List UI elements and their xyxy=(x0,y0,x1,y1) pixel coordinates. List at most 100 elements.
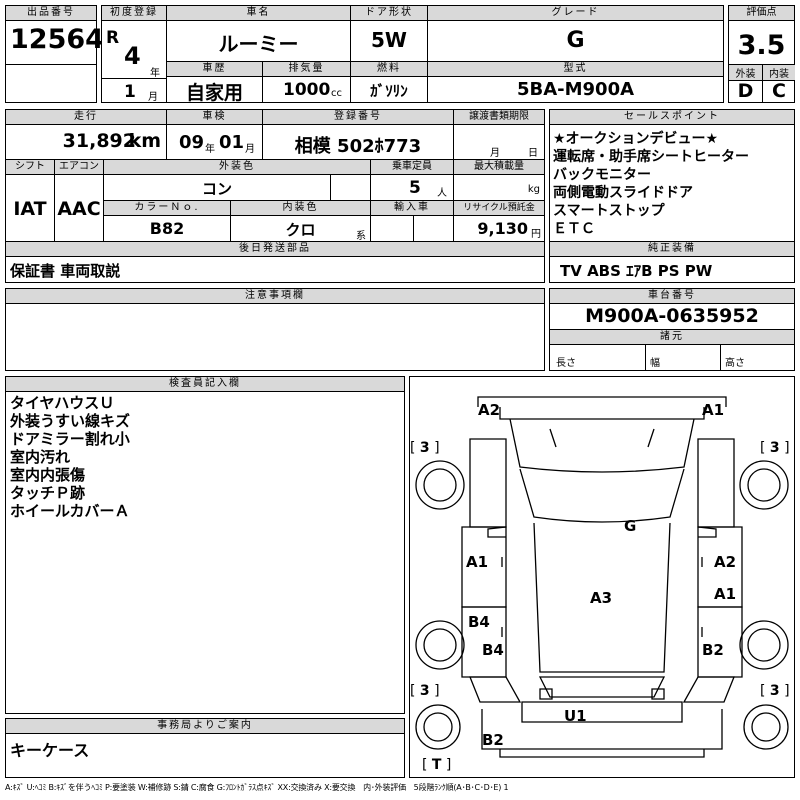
dimensions-cell: 諸元 長さ 幅 高さ xyxy=(549,329,795,371)
chassis-label: 車台番号 xyxy=(550,289,794,304)
plate-value: 相模 502ﾎ773 xyxy=(294,136,422,157)
recycle-value: 9,130 xyxy=(477,219,528,238)
genuine-equipment-cell: 純正装備 TV ABS ｴｱB PS PW xyxy=(549,241,795,283)
color-number-value: B82 xyxy=(149,219,185,238)
transfer-month-unit: 月 xyxy=(490,148,500,159)
aircon-cell: エアコン AAC xyxy=(54,159,104,242)
recycle-cell: リサイクル預託金 9,130 円 xyxy=(453,200,545,242)
history-label: 車歴 xyxy=(167,62,262,77)
sales-point-item: バックモニター xyxy=(553,167,651,183)
damage-mark: A2 xyxy=(714,553,737,571)
exterior-score-label: 外装 xyxy=(729,65,762,81)
car-name-cell: 車名 ルーミー xyxy=(166,5,351,62)
windshield-outline xyxy=(519,468,685,523)
mileage-cell: 走行 31,892 km xyxy=(5,109,167,160)
spare-right-tire xyxy=(743,704,789,750)
shift-value: IAT xyxy=(13,198,47,220)
score-cell: 評価点 3.5 外装 内装 D C xyxy=(728,5,795,103)
damage-mark: A3 xyxy=(590,589,613,607)
inspector-label: 検査員記入欄 xyxy=(6,377,404,392)
model-cell: 型式 5BA-M900A xyxy=(427,61,724,103)
inspection-cell: 車検 09 年 01 月 xyxy=(166,109,263,160)
inspector-item: 外装うすい線キズ xyxy=(10,412,131,430)
office-value: キーケース xyxy=(10,741,90,760)
later-parts-value: 保証書 車両取説 xyxy=(10,262,121,280)
first-registration-year-unit: 年 xyxy=(150,68,160,79)
max-load-label: 最大積載量 xyxy=(454,160,544,175)
capacity-unit: 人 xyxy=(437,188,447,199)
dimensions-label: 諸元 xyxy=(550,330,794,345)
inspection-month-unit: 月 xyxy=(245,144,255,155)
inspector-item: 室内汚れ xyxy=(10,448,71,466)
fuel-value: ｶﾞｿﾘﾝ xyxy=(370,82,408,100)
damage-mark: B2 xyxy=(482,731,504,749)
import-label: 輸入車 xyxy=(371,201,453,216)
capacity-cell: 乗車定員 5 人 xyxy=(370,159,454,201)
condition-diagram-cell: A2 A1 G A1 A2 A1 A3 B4 B4 B2 U1 B2 [ 3 ]… xyxy=(409,376,795,778)
back-door-outline xyxy=(521,701,683,723)
door-type-value: 5W xyxy=(371,28,407,52)
tire-tread-mark: [ 3 ] xyxy=(410,683,440,699)
inspector-item: タッチＰ跡 xyxy=(10,484,86,502)
tire-tread-mark: [ 3 ] xyxy=(760,440,790,456)
sales-points-cell: セールスポイント ★オークションデビュー★ 運転席・助手席シートヒーター バック… xyxy=(549,109,795,242)
later-parts-label: 後日発送部品 xyxy=(6,242,544,257)
lot-number-cell: 出品番号 12564 xyxy=(5,5,104,103)
import-cell: 輸入車 xyxy=(370,200,454,242)
inspector-item: 室内内張傷 xyxy=(10,466,86,484)
rear-right-tire xyxy=(739,620,789,670)
sales-point-item: スマートストップ xyxy=(553,203,665,219)
damage-mark: A2 xyxy=(478,401,501,419)
interior-color-cell: 内装色 クロ 系 xyxy=(230,200,371,242)
displacement-value: 1000 xyxy=(283,80,331,100)
inspector-cell: 検査員記入欄 タイヤハウスＵ 外装うすい線キズ ドアミラー割れ小 室内汚れ 室内… xyxy=(5,376,405,714)
plate-cell: 登録番号 相模 502ﾎ773 xyxy=(262,109,454,160)
sales-point-item: 運転席・助手席シートヒーター xyxy=(553,149,749,165)
inspector-list: タイヤハウスＵ 外装うすい線キズ ドアミラー割れ小 室内汚れ 室内内張傷 タッチ… xyxy=(10,394,130,520)
damage-mark: A1 xyxy=(714,585,737,603)
history-value: 自家用 xyxy=(185,82,243,104)
sales-point-item: ＥＴＣ xyxy=(553,221,595,237)
notes-cell: 注意事項欄 xyxy=(5,288,545,371)
capacity-label: 乗車定員 xyxy=(371,160,453,175)
max-load-cell: 最大積載量 kg xyxy=(453,159,545,201)
aircon-label: エアコン xyxy=(55,160,103,175)
door-type-cell: ドア形状 5W xyxy=(350,5,428,62)
plate-label: 登録番号 xyxy=(263,110,453,125)
front-bumper-outline xyxy=(477,396,727,407)
exterior-color-label: 外装色 xyxy=(104,160,370,175)
interior-score-value: C xyxy=(772,80,786,102)
first-registration-month-unit: 月 xyxy=(148,92,158,103)
legend-text: A:ｷｽﾞ U:ﾍｺﾐ B:ｷｽﾞを伴うﾍｺﾐ P:要塗装 W:補修跡 S:錆 … xyxy=(5,783,509,792)
inspector-item: ドアミラー割れ小 xyxy=(10,430,130,448)
fuel-label: 燃料 xyxy=(351,62,427,77)
sales-point-item: ★オークションデビュー★ xyxy=(553,131,719,147)
exterior-score-value: D xyxy=(737,80,754,102)
first-registration-label: 初度登録 xyxy=(102,6,166,21)
fuel-cell: 燃料 ｶﾞｿﾘﾝ xyxy=(350,61,428,103)
front-left-fender xyxy=(469,438,507,528)
width-label: 幅 xyxy=(650,358,660,369)
rear-left-tire xyxy=(415,620,465,670)
color-number-cell: カラーＮｏ. B82 xyxy=(103,200,231,242)
tire-tread-mark: [ 3 ] xyxy=(410,440,440,456)
lot-number-label: 出品番号 xyxy=(6,6,96,21)
interior-color-value: クロ xyxy=(285,221,316,239)
shift-cell: シフト IAT xyxy=(5,159,55,242)
mileage-label: 走行 xyxy=(6,110,166,125)
recycle-unit: 円 xyxy=(531,229,541,240)
damage-mark: U1 xyxy=(564,707,587,725)
height-label: 高さ xyxy=(725,358,745,369)
grade-value: G xyxy=(566,28,585,53)
chassis-value: M900A-0635952 xyxy=(585,305,759,327)
model-value: 5BA-M900A xyxy=(516,79,635,100)
score-label: 評価点 xyxy=(729,6,794,21)
displacement-label: 排気量 xyxy=(263,62,350,77)
inspection-year: 09 xyxy=(179,132,205,153)
mileage-value: 31,892 xyxy=(62,130,136,152)
roof-outline xyxy=(533,522,671,673)
damage-mark: G xyxy=(624,517,637,535)
interior-color-label: 内装色 xyxy=(231,201,370,216)
genuine-equipment-label: 純正装備 xyxy=(550,242,794,257)
notes-label: 注意事項欄 xyxy=(6,289,544,304)
